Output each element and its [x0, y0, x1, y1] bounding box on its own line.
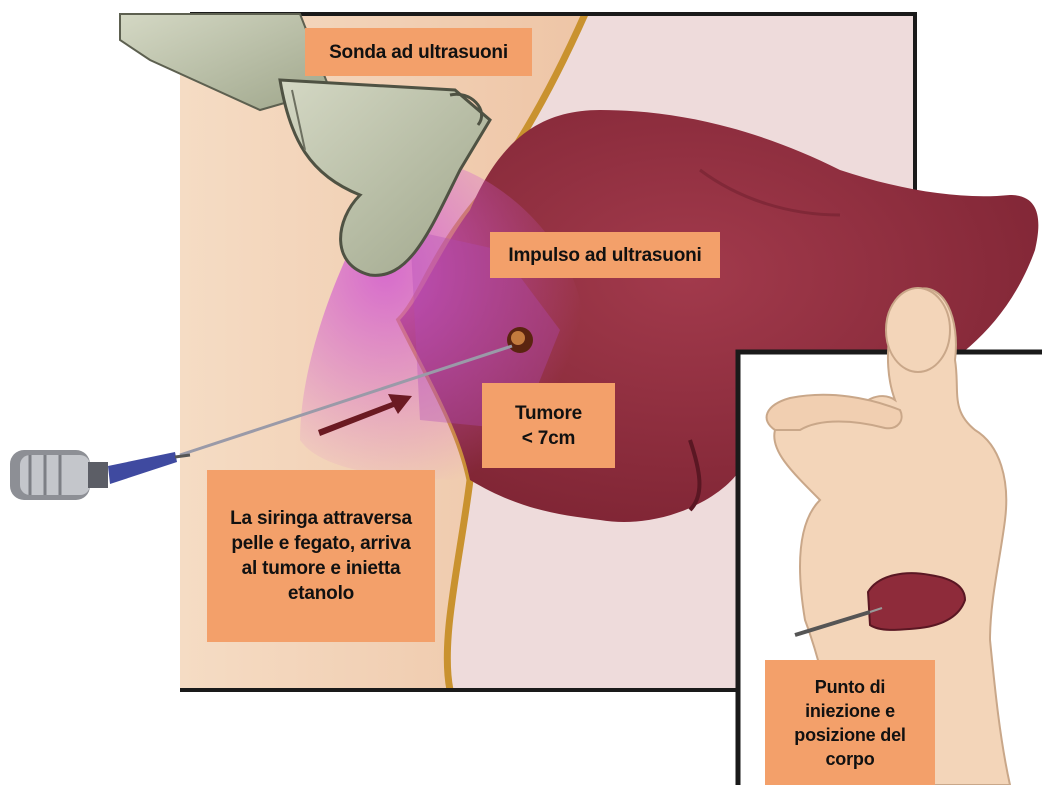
label-tumor: Tumore < 7cm	[482, 383, 615, 468]
label-probe: Sonda ad ultrasuoni	[305, 28, 532, 76]
label-syringe-path: La siringa attraversa pelle e fegato, ar…	[207, 470, 435, 642]
label-ultrasound-pulse: Impulso ad ultrasuoni	[490, 232, 720, 278]
tumor	[507, 327, 533, 353]
label-injection-point: Punto di iniezione e posizione del corpo	[765, 660, 935, 785]
syringe	[10, 450, 190, 500]
